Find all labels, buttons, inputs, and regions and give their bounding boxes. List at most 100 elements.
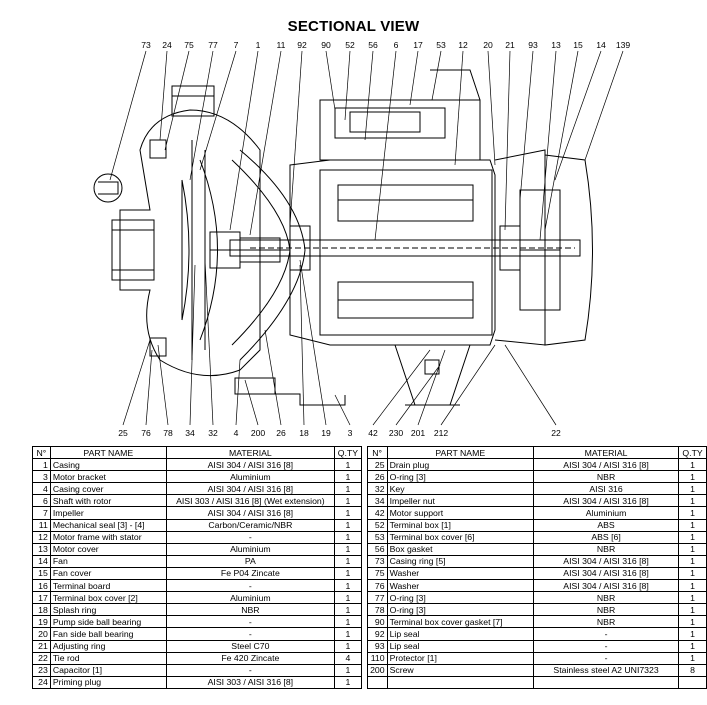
material-cell: PA: [165, 554, 335, 568]
material-cell: AISI 304 / AISI 316 [8]: [165, 458, 335, 472]
material-cell: -: [165, 663, 335, 677]
material-cell: -: [532, 627, 680, 641]
part-number-cell: 34: [366, 494, 388, 508]
part-number-cell: 20: [32, 627, 51, 641]
header-material: MATERIAL: [532, 445, 680, 460]
callout: 77: [208, 40, 218, 50]
part-name-cell: Casing ring [5]: [386, 554, 535, 568]
part-number-cell: 25: [366, 458, 388, 472]
material-cell: AISI 304 / AISI 316 [8]: [532, 579, 680, 593]
header-part-name: PART NAME: [386, 445, 535, 460]
part-number-cell: 93: [366, 639, 388, 653]
part-number-cell: 18: [32, 603, 51, 617]
callouts-top: 73 24 75 77 7 1 11 92 90 52 56 6 17 53 1…: [141, 40, 630, 50]
callout: 26: [276, 428, 286, 438]
part-number-cell: 26: [366, 470, 388, 484]
part-number-cell: 92: [366, 627, 388, 641]
part-number-cell: 16: [32, 579, 51, 593]
callout: 17: [413, 40, 423, 50]
quantity-cell: 1: [333, 554, 362, 568]
part-name-cell: Drain plug: [386, 458, 535, 472]
part-name-cell: Box gasket: [386, 542, 535, 556]
callout: 73: [141, 40, 151, 50]
material-cell: Fe 420 Zincate: [165, 651, 335, 665]
callout: 76: [141, 428, 151, 438]
part-name-cell: Capacitor [1]: [49, 663, 167, 677]
part-number-cell: 22: [32, 651, 51, 665]
material-cell: -: [165, 579, 335, 593]
material-cell: -: [165, 627, 335, 641]
quantity-cell: 1: [333, 482, 362, 496]
quantity-cell: 1: [678, 603, 707, 617]
callout: 200: [251, 428, 266, 438]
part-number-cell: 7: [32, 506, 51, 520]
part-name-cell: Shaft with rotor: [49, 494, 167, 508]
quantity-cell: 1: [333, 615, 362, 629]
part-name-cell: Key: [386, 482, 535, 496]
part-number-cell: 3: [32, 470, 51, 484]
quantity-cell: 1: [333, 458, 362, 472]
material-cell: Aluminium: [532, 506, 680, 520]
part-name-cell: O-ring [3]: [386, 603, 535, 617]
material-cell: NBR: [532, 591, 680, 605]
callout: 25: [118, 428, 128, 438]
callout: 52: [345, 40, 355, 50]
material-cell: Aluminium: [165, 542, 335, 556]
part-name-cell: Lip seal: [386, 639, 535, 653]
callout: 21: [505, 40, 515, 50]
motor-frame: [289, 159, 496, 346]
part-number-cell: 4: [32, 482, 51, 496]
part-name-cell: O-ring [3]: [386, 591, 535, 605]
part-number-cell: 23: [32, 663, 51, 677]
part-name-cell: Fan: [49, 554, 167, 568]
callout: 15: [573, 40, 583, 50]
part-name-cell: O-ring [3]: [386, 470, 535, 484]
material-cell: AISI 304 / AISI 316 [8]: [532, 494, 680, 508]
material-cell: AISI 304 / AISI 316 [8]: [165, 482, 335, 496]
quantity-cell: 1: [333, 530, 362, 544]
callout: 19: [321, 428, 331, 438]
part-number-cell: 200: [366, 663, 388, 677]
material-cell: -: [532, 639, 680, 653]
callout: 13: [551, 40, 561, 50]
part-name-cell: Casing cover: [49, 482, 167, 496]
part-name-cell: Motor support: [386, 506, 535, 520]
page-title: SECTIONAL VIEW: [287, 18, 420, 35]
part-number-cell: 1: [32, 458, 51, 472]
callout: 230: [389, 428, 404, 438]
casing-cover: [239, 149, 306, 361]
quantity-cell: 1: [333, 663, 362, 677]
sectional-view-drawing: 73 24 75 77 7 1 11 92 90 52 56 6 17 53 1…: [93, 40, 630, 438]
part-number-cell: 73: [366, 554, 388, 568]
quantity-cell: 1: [678, 639, 707, 653]
part-name-cell: Lip seal: [386, 627, 535, 641]
material-cell: NBR: [532, 542, 680, 556]
callout: 12: [458, 40, 468, 50]
part-number-cell: 110: [366, 651, 388, 665]
quantity-cell: 1: [678, 579, 707, 593]
part-number-cell: 56: [366, 542, 388, 556]
part-number-cell: 6: [32, 494, 51, 508]
header-no: N°: [32, 445, 51, 460]
part-name-cell: Priming plug: [49, 675, 167, 689]
part-name-cell: Motor bracket: [49, 470, 167, 484]
material-cell: NBR: [532, 470, 680, 484]
detail-circle: [93, 173, 123, 203]
quantity-cell: 1: [678, 615, 707, 629]
quantity-cell: 1: [678, 542, 707, 556]
material-cell: AISI 303 / AISI 316 [8] (Wet extension): [165, 494, 335, 508]
